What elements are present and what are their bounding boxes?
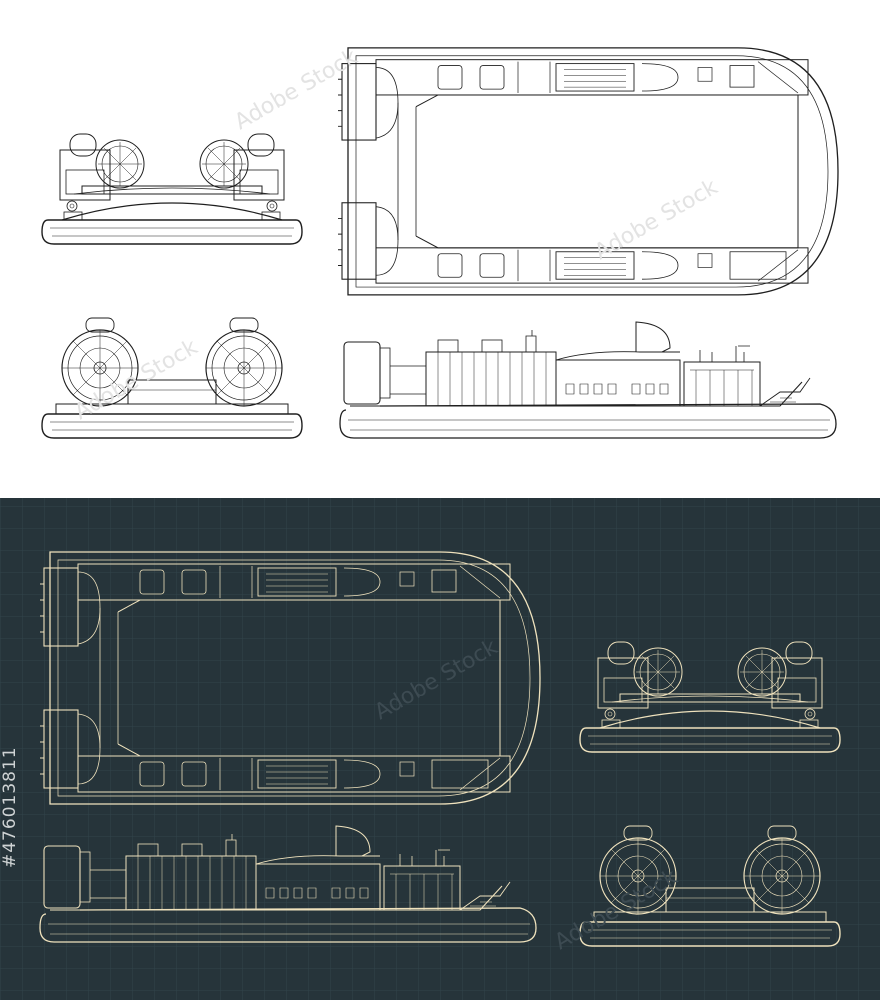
dark-sheet-grid (0, 498, 880, 1000)
light-sheet-background (0, 0, 880, 498)
stock-id-label: #476013811 (0, 746, 20, 868)
